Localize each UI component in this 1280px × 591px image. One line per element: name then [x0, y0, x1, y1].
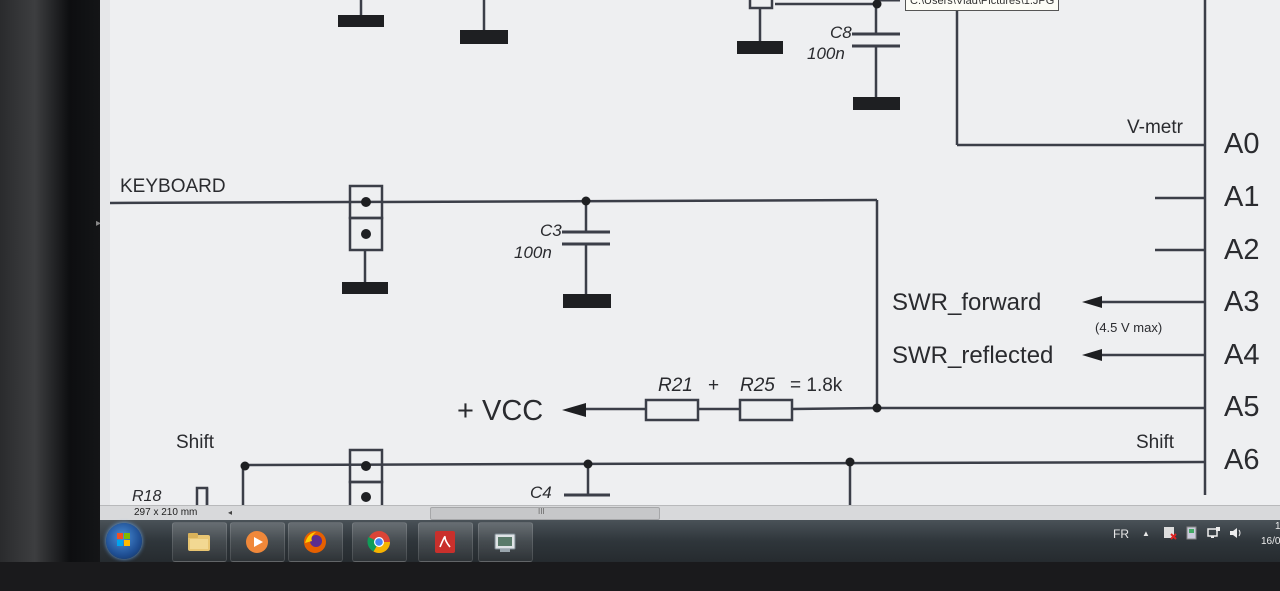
- start-button[interactable]: [106, 523, 142, 559]
- jumper-pin: [361, 197, 371, 207]
- r-value-label: = 1.8k: [790, 375, 843, 396]
- plus-label: +: [708, 375, 720, 396]
- network-icon[interactable]: [1207, 526, 1221, 540]
- shift-left-label: Shift: [176, 432, 215, 453]
- junction-dot: [240, 461, 250, 471]
- clock-time[interactable]: 1: [1275, 521, 1280, 532]
- shift-right-label: Shift: [1136, 432, 1175, 453]
- pin-a5-label: A5: [1224, 391, 1260, 423]
- application-window: KEYBOARD V-metr C8 100n C3 100n C4 SWR_f…: [100, 0, 1280, 520]
- swr-reflected-arrow: [1082, 349, 1102, 361]
- pin-a0-label: A0: [1224, 128, 1260, 160]
- resistor-r18: [195, 486, 209, 505]
- jumper-pin: [361, 492, 371, 502]
- r18-label: R18: [132, 488, 162, 505]
- volume-icon[interactable]: [1229, 526, 1243, 540]
- status-bar: 297 x 210 mm ◂ III: [100, 505, 1280, 521]
- app-icon: [494, 533, 516, 552]
- jumper-pin: [361, 229, 371, 239]
- r21-label: R21: [658, 375, 693, 396]
- junction-dot: [872, 403, 882, 413]
- keyboard-label: KEYBOARD: [120, 176, 226, 197]
- ground-symbol: [460, 30, 508, 44]
- pin-a3-label: A3: [1224, 286, 1260, 318]
- shift-wire: [244, 460, 1206, 467]
- firefox-icon: [304, 531, 326, 553]
- pin-a6-label: A6: [1224, 444, 1260, 476]
- action-center-icon[interactable]: [1163, 526, 1177, 540]
- wire: [791, 406, 879, 411]
- jumper-shift-bottom: [348, 480, 384, 505]
- resistor-r25: [738, 398, 794, 422]
- folder-icon: [188, 533, 210, 551]
- taskbar-pdf-button[interactable]: [418, 522, 473, 562]
- clock-date[interactable]: 16/0: [1261, 536, 1280, 547]
- ground-symbol: [338, 15, 384, 27]
- c3-name-label: C3: [540, 221, 562, 240]
- pin-a1-label: A1: [1224, 181, 1260, 213]
- junction-dot: [845, 457, 855, 467]
- taskbar: FR ▲ 1 16/0: [100, 520, 1280, 562]
- jumper-pin: [361, 461, 371, 471]
- ground-symbol: [342, 282, 388, 294]
- media-player-icon: [246, 531, 268, 553]
- chrome-icon: [367, 531, 390, 553]
- file-path-tooltip: C:\Users\Vlad\Pictures\1.JPG: [905, 0, 1060, 11]
- panel-expand-icon[interactable]: ▸: [96, 218, 102, 229]
- c8-value-label: 100n: [807, 44, 845, 63]
- jumper-top: [748, 0, 774, 10]
- ground-symbol: [737, 41, 783, 54]
- resistor-r21: [644, 398, 700, 422]
- scrollbar-grip-icon: III: [538, 507, 545, 516]
- vmetr-label: V-metr: [1127, 117, 1183, 138]
- taskbar-chrome-button[interactable]: [352, 522, 407, 562]
- monitor-bezel: [0, 0, 100, 591]
- ground-symbol: [563, 294, 611, 308]
- taskbar-firefox-button[interactable]: [288, 522, 343, 562]
- pin-a2-label: A2: [1224, 234, 1260, 266]
- r25-label: R25: [740, 375, 775, 396]
- junction-dot: [583, 459, 593, 469]
- taskbar-app-button[interactable]: [478, 522, 533, 562]
- junction-dot: [872, 0, 882, 9]
- c4-name-label: C4: [530, 483, 552, 502]
- swr-forward-label: SWR_forward: [892, 289, 1042, 316]
- schematic-drawing: [110, 0, 1207, 505]
- swr-reflected-label: SWR_reflected: [892, 342, 1054, 369]
- ground-symbol: [853, 97, 900, 110]
- scroll-left-icon[interactable]: ◂: [228, 508, 233, 517]
- pdf-icon: [435, 531, 455, 553]
- jumper-keyboard-bottom: [348, 216, 384, 252]
- page-size-label: 297 x 210 mm: [134, 507, 198, 518]
- junction-dot: [581, 196, 591, 206]
- language-indicator[interactable]: FR: [1113, 527, 1129, 541]
- keyboard-wire: [110, 198, 878, 205]
- taskbar-explorer-button[interactable]: [172, 522, 227, 562]
- vcc-label: + VCC: [457, 395, 544, 427]
- c3-value-label: 100n: [514, 243, 552, 262]
- pin-a4-label: A4: [1224, 339, 1260, 371]
- tray-expand-icon[interactable]: ▲: [1142, 529, 1150, 538]
- taskbar-media-player-button[interactable]: [230, 522, 285, 562]
- horizontal-scrollbar[interactable]: III: [430, 507, 660, 520]
- max-voltage-note: (4.5 V max): [1095, 320, 1163, 335]
- c8-name-label: C8: [830, 23, 852, 42]
- device-icon[interactable]: [1185, 526, 1199, 540]
- windows-logo-icon: [117, 533, 130, 546]
- swr-forward-arrow: [1082, 296, 1102, 308]
- monitor-bottom-bezel: [0, 562, 1280, 591]
- vcc-arrow: [562, 403, 586, 417]
- schematic-canvas[interactable]: KEYBOARD V-metr C8 100n C3 100n C4 SWR_f…: [110, 0, 1280, 505]
